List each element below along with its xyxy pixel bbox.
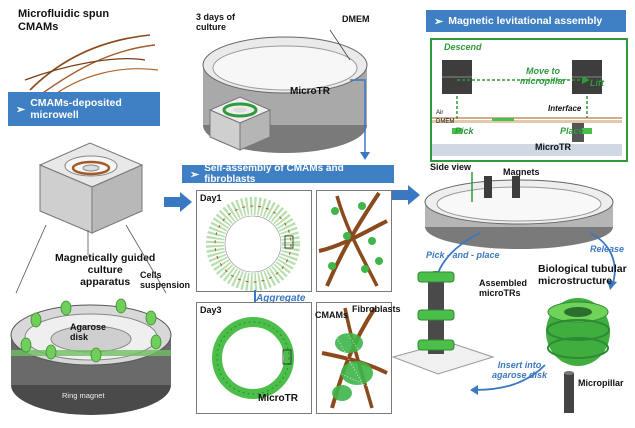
label-magnets: Magnets: [503, 167, 540, 177]
label-day3: Day3: [200, 305, 222, 315]
label-assembled-microtrs: Assembled microTRs: [479, 278, 528, 299]
flow-arrow-icon: [392, 185, 420, 205]
label-cells-suspension: Cells suspension: [140, 270, 191, 291]
label-microtr-panel: MicroTR: [535, 142, 571, 152]
bullet-arrow-icon: ➢: [16, 103, 26, 116]
bio-tubular-structure: [546, 298, 610, 366]
label-release: Release: [590, 244, 625, 254]
label-micropillar: Micropillar: [578, 378, 624, 388]
label-dmem-top: DMEM: [342, 14, 370, 24]
levitation-schematic-drawing: [432, 60, 622, 156]
banner-self-assembly-text: Self-assembly of CMAMs and fibroblasts: [204, 163, 344, 185]
banner-magnetic-assembly: ➢ Magnetic levitational assembly: [426, 10, 626, 32]
micropillar: [564, 371, 574, 413]
label-microtr-bottom: MicroTR: [258, 393, 298, 404]
label-move-to-micropillar: Move to micropillar: [520, 66, 567, 87]
bullet-arrow-icon: ➢: [434, 15, 444, 28]
label-interface: Interface: [548, 104, 582, 113]
label-place: Place: [560, 126, 584, 136]
label-descend: Descend: [444, 42, 482, 52]
label-pick: Pick: [455, 126, 474, 136]
label-side-view: Side view: [430, 162, 472, 172]
label-agarose-disk: Agarose disk: [70, 322, 107, 343]
bullet-arrow-icon: ➢: [190, 168, 200, 181]
day1-ring: [206, 197, 300, 291]
release-arrow: [589, 232, 617, 290]
label-bio-tubular: Biological tubular microstructure: [538, 263, 627, 288]
label-lift: Lift: [590, 78, 604, 88]
label-cmams: CMAMs: [315, 310, 348, 320]
label-pick-and-place: Pick - and - place: [426, 250, 500, 260]
label-fibroblasts: Fibroblasts: [352, 304, 401, 314]
label-insert-agarose: Insert into agarose disk: [492, 360, 548, 381]
banner-deposited-microwell: ➢ CMAMs-deposited microwell: [8, 92, 160, 126]
connector-top-dish: [350, 79, 370, 160]
insert-arrow: [470, 364, 546, 395]
zoom-lines-left: [15, 224, 167, 294]
label-guided-apparatus: Magnetically guided culture apparatus: [55, 252, 156, 289]
panel-day3-zoom: [316, 302, 392, 414]
left-culture-dish: [10, 298, 172, 415]
banner-deposited-text: CMAMs-deposited microwell: [30, 97, 122, 121]
panel-levitation-schematic: [430, 38, 628, 162]
label-spun-cmams: Microfluidic spun CMAMs: [18, 8, 110, 33]
right-culture-dish: [424, 172, 614, 249]
label-3-days: 3 days of culture: [196, 12, 236, 33]
label-air: Air: [436, 110, 444, 116]
banner-magnetic-text: Magnetic levitational assembly: [448, 15, 603, 27]
microwell-cube: [38, 142, 144, 234]
label-ring-magnet: Ring magnet: [62, 391, 105, 400]
label-day1: Day1: [200, 193, 222, 203]
spun-fibers-drawing: [24, 34, 159, 99]
assembled-microtrs-stack: [391, 271, 495, 375]
day3-zoom-fibers: [321, 306, 388, 409]
label-aggregate: Aggregate: [256, 293, 306, 304]
microtr-cube-small: [208, 96, 272, 151]
banner-self-assembly: ➢ Self-assembly of CMAMs and fibroblasts: [182, 163, 394, 185]
day3-ring: [212, 317, 294, 399]
flow-arrow-icon: [164, 192, 192, 212]
label-microtr-top: MicroTR: [290, 86, 330, 97]
label-dmem-small: DMEM: [436, 119, 455, 125]
day1-zoom-fibers: [318, 191, 388, 287]
